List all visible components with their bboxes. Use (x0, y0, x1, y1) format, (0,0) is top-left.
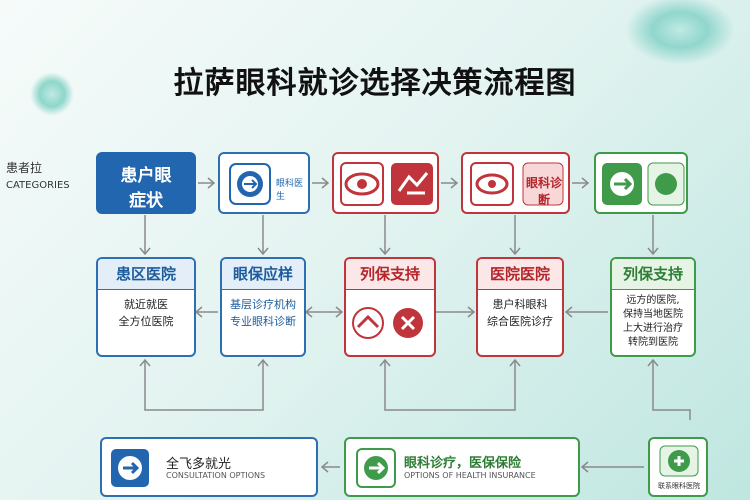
side-label: 患者拉 CATEGORIES (6, 160, 96, 194)
eye-care-line2: 专业眼科诊断 (230, 315, 296, 328)
eye-care-line1: 基层诊疗机构 (230, 298, 296, 311)
step-eye-exam-box[interactable] (332, 152, 439, 214)
start-symptoms-box[interactable]: 患户眼 症状 (96, 152, 196, 214)
hospital-body: 患户科眼科 综合医院诊疗 (478, 290, 562, 336)
medical-icon (659, 445, 699, 477)
contact-hospital-sub: 联系眼科医院 (658, 482, 700, 490)
local-hospital-body: 就近就医 全方位医院 (98, 290, 194, 336)
contact-hospital-box[interactable]: 联系眼科医院 (648, 437, 708, 497)
eye-target-icon (229, 163, 271, 205)
health-insurance-sub: OPTIONS OF HEALTH INSURANCE (404, 471, 536, 480)
hospital-line1: 患户科眼科 (492, 298, 548, 311)
step-treatment-box[interactable] (594, 152, 688, 214)
eye-target-icon (111, 449, 149, 487)
decor-eye-circle-large (625, 0, 735, 65)
eye-care-box[interactable]: 眼保应样 基层诊疗机构 专业眼科诊断 (220, 257, 306, 357)
step-diagnosis-text: 眼科诊断 (525, 176, 562, 207)
insurance-icon (356, 448, 396, 488)
hospital-title: 医院医院 (478, 259, 562, 290)
local-hospital-box[interactable]: 患区医院 就近就医 全方位医院 (96, 257, 196, 357)
insurance-support-title-1: 列保支持 (346, 259, 434, 290)
hospital-box[interactable]: 医院医院 患户科眼科 综合医院诊疗 (476, 257, 564, 357)
local-hospital-title: 患区医院 (98, 259, 194, 290)
green-arrow-icon (602, 162, 685, 206)
eye-care-title: 眼保应样 (222, 259, 304, 290)
step-eye-doctor-text: 眼科医生 (276, 179, 304, 202)
local-hospital-line2: 全方位医院 (118, 315, 174, 328)
consultation-sub: CONSULTATION OPTIONS (166, 471, 266, 480)
insurance-support-title-2: 列保支持 (612, 259, 694, 290)
insurance-support-body-2: 远方的医院, 保持当地医院 上大进行治疗 转院到医院 (612, 290, 694, 354)
step-diagnosis-box[interactable]: 眼科诊断 (461, 152, 570, 214)
consultation-options-box[interactable]: 全飞多就光 CONSULTATION OPTIONS (100, 437, 318, 497)
start-line2: 症状 (129, 191, 163, 211)
eye-icon (340, 162, 433, 206)
medical-icon (352, 307, 423, 339)
step-eye-doctor-box[interactable]: 眼科医生 (218, 152, 310, 214)
side-label-line1: 患者拉 (6, 161, 43, 175)
health-insurance-box[interactable]: 眼科诊疗，医保保险 OPTIONS OF HEALTH INSURANCE (344, 437, 580, 497)
start-line1: 患户眼 (120, 166, 172, 186)
local-hospital-line1: 就近就医 (124, 298, 168, 311)
side-label-line2: CATEGORIES (6, 180, 70, 191)
health-insurance-title: 眼科诊疗，医保保险 (404, 456, 522, 471)
insurance-line3: 上大进行治疗 (623, 323, 683, 334)
hospital-line2: 综合医院诊疗 (487, 315, 553, 328)
eye-care-body: 基层诊疗机构 专业眼科诊断 (222, 290, 304, 336)
insurance-support-box-2[interactable]: 列保支持 远方的医院, 保持当地医院 上大进行治疗 转院到医院 (610, 257, 696, 357)
decor-eye-circle (30, 72, 74, 116)
insurance-support-box-1[interactable]: 列保支持 (344, 257, 436, 357)
insurance-line4: 转院到医院 (628, 337, 678, 348)
insurance-line1: 远方的医院, (626, 295, 680, 306)
insurance-line2: 保持当地医院 (623, 309, 683, 320)
consultation-title: 全飞多就光 (166, 457, 232, 472)
hand-icon (470, 162, 564, 206)
page-title: 拉萨眼科就诊选择决策流程图 (173, 66, 577, 101)
